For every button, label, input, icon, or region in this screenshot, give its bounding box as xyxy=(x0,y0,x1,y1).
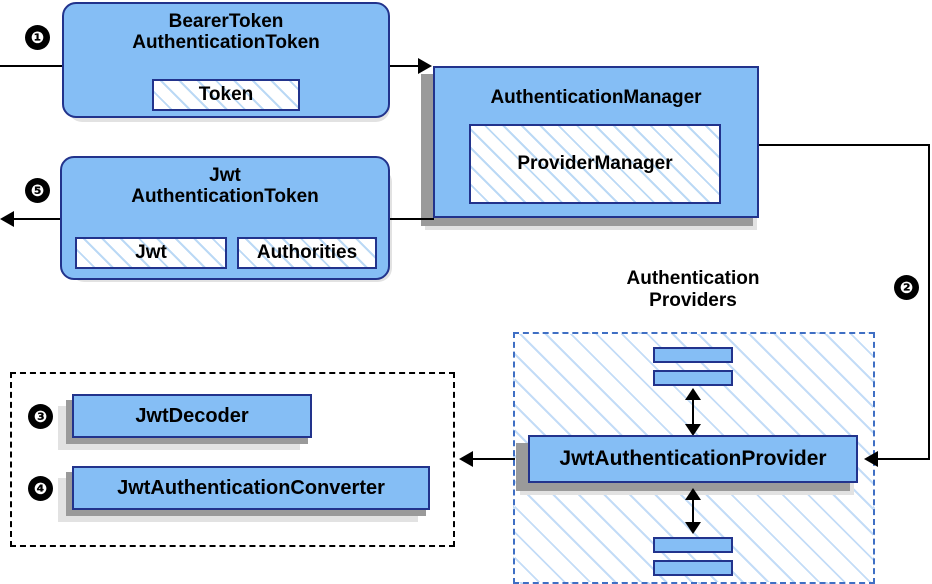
provider-to-components-arrowhead xyxy=(459,451,473,467)
incoming-request-line xyxy=(0,65,64,67)
step-5-bullet: ❺ xyxy=(25,178,50,203)
jwt-authentication-converter-box[interactable]: JwtAuthenticationConverter xyxy=(72,466,430,510)
authentication-providers-title: Authentication Providers xyxy=(626,268,760,311)
step-2-bullet: ❷ xyxy=(894,275,919,300)
step2-line-vertical xyxy=(928,144,930,459)
bearer-to-manager-line xyxy=(390,65,422,67)
provider-link-bottom-arrow-up xyxy=(685,488,701,500)
provider-link-bottom-arrow-down xyxy=(685,522,701,534)
bearer-token-label: BearerToken AuthenticationToken xyxy=(132,11,320,53)
jwt-inner-box[interactable]: Jwt xyxy=(75,237,227,269)
provider-manager-inner-box[interactable]: ProviderManager xyxy=(469,124,721,204)
bearer-token-inner-token-box[interactable]: Token xyxy=(152,79,300,111)
jwt-authentication-token-label: Jwt AuthenticationToken xyxy=(131,165,319,207)
provider-bar-bottom-2 xyxy=(653,560,733,576)
provider-link-top-arrow-up xyxy=(685,388,701,400)
jwt-decoder-box[interactable]: JwtDecoder xyxy=(72,394,312,438)
jwt-authentication-provider-label: JwtAuthenticationProvider xyxy=(559,447,827,470)
jwt-authentication-converter-label: JwtAuthenticationConverter xyxy=(117,476,385,499)
step2-arrowhead xyxy=(864,451,878,467)
step-4-bullet: ❹ xyxy=(28,476,53,501)
step2-line-top xyxy=(759,144,930,146)
provider-to-components-line xyxy=(473,458,515,460)
provider-link-bottom-line xyxy=(692,492,694,530)
jwt-decoder-label: JwtDecoder xyxy=(135,404,249,427)
provider-link-top-arrow-down xyxy=(685,424,701,436)
step-1-bullet: ❶ xyxy=(25,25,50,50)
provider-bar-bottom-1 xyxy=(653,537,733,553)
bearer-to-manager-arrowhead xyxy=(418,58,432,74)
provider-manager-label: ProviderManager xyxy=(517,153,673,174)
provider-bar-top-1 xyxy=(653,347,733,363)
provider-bar-top-2 xyxy=(653,370,733,386)
step2-line-bottom xyxy=(878,458,930,460)
authorities-inner-box[interactable]: Authorities xyxy=(237,237,377,269)
provider-link-top-line xyxy=(692,392,694,432)
authentication-manager-label: AuthenticationManager xyxy=(490,87,702,108)
outgoing-response-arrowhead xyxy=(0,211,14,227)
jwt-label: Jwt xyxy=(135,242,167,263)
step-3-bullet: ❸ xyxy=(28,404,53,429)
manager-to-jwt-token-line xyxy=(388,218,434,220)
jwt-authentication-provider-box[interactable]: JwtAuthenticationProvider xyxy=(528,435,858,483)
jwt-components-container xyxy=(10,372,455,547)
token-label: Token xyxy=(198,84,254,105)
outgoing-response-line xyxy=(14,218,64,220)
authorities-label: Authorities xyxy=(256,242,358,263)
